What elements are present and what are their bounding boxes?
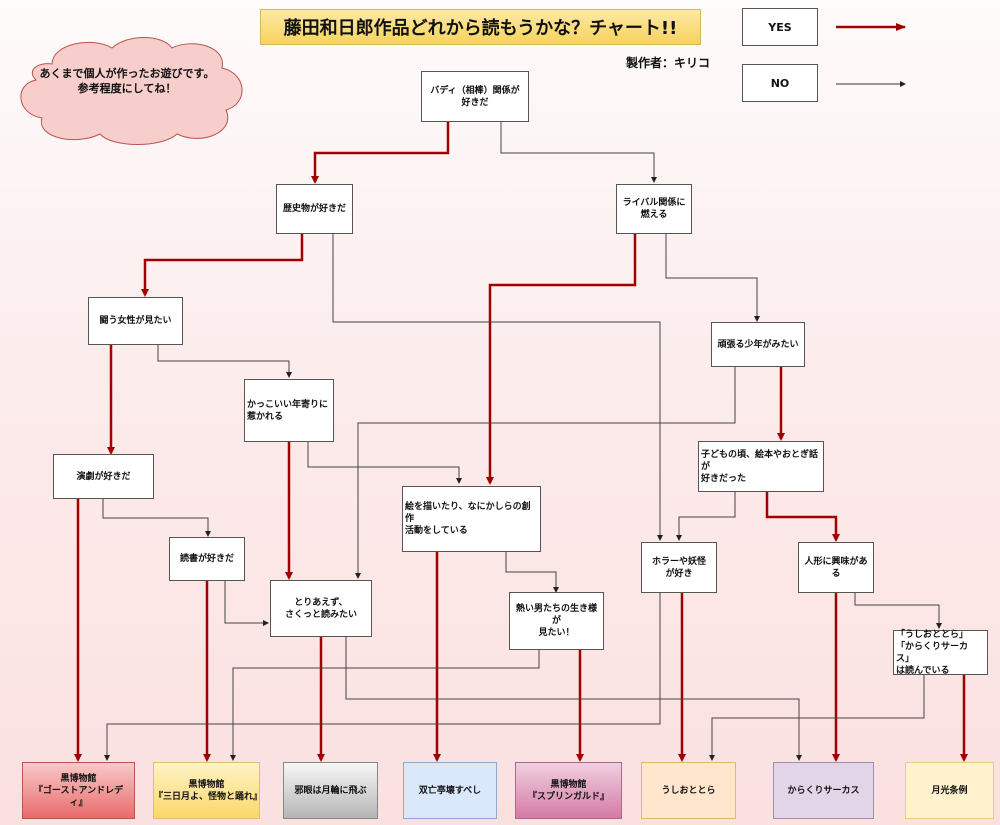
no-theater-to-reading bbox=[102, 499, 211, 537]
question-rival: ライバル関係に 燃える bbox=[616, 184, 692, 234]
result-karakuri-circus: からくりサーカス bbox=[773, 762, 874, 819]
question-picture-books: 子どもの頃、絵本やおとぎ話が 好きだった bbox=[698, 441, 824, 492]
legend-yes: YES bbox=[742, 8, 818, 46]
no-hot-men-to-result2 bbox=[230, 649, 540, 761]
question-buddy: バディ（相棒）関係が 好きだ bbox=[421, 71, 529, 122]
result-gekko-jorei: 月光条例 bbox=[905, 762, 994, 819]
question-hot-men: 熱い男たちの生き様が 見たい！ bbox=[509, 592, 604, 650]
result-ushio-tora: うしおととら bbox=[641, 762, 736, 819]
disclaimer-cloud bbox=[20, 37, 243, 145]
yes-picture-books-to-dolls bbox=[765, 492, 840, 542]
question-creative: 絵を描いたり、なにかしらの創作 活動をしている bbox=[402, 486, 541, 552]
result-mikazuki: 黒博物館 『三日月よ、怪物と踊れ』 bbox=[153, 762, 262, 819]
question-history: 歴史物が好きだ bbox=[276, 184, 353, 234]
question-hardworking-boy: 頑張る少年がみたい bbox=[711, 322, 805, 367]
question-reading: 読書が好きだ bbox=[169, 537, 245, 581]
question-dolls: 人形に興味がある bbox=[798, 542, 874, 593]
yes-history-to-fighting-women bbox=[141, 233, 304, 297]
result-springald: 黒博物館 『スプリンガルド』 bbox=[515, 762, 622, 819]
no-buddy-to-rival bbox=[500, 122, 657, 183]
result-soboutei: 双亡亭壊すべし bbox=[403, 762, 497, 819]
yes-rival-to-creative bbox=[486, 233, 637, 485]
no-reading-to-quick-read bbox=[224, 580, 269, 626]
author-credit: 製作者：キリコ bbox=[625, 56, 710, 70]
question-quick-read: とりあえず、 さくっと読みたい bbox=[270, 580, 372, 637]
no-creative-to-hot-men bbox=[505, 551, 559, 593]
yes-buddy-to-history bbox=[311, 122, 450, 184]
no-already-read-to-result6 bbox=[709, 674, 925, 761]
legend-no: NO bbox=[742, 64, 818, 102]
result-ghost-and-lady: 黒博物館 『ゴーストアンドレデ ィ』 bbox=[22, 762, 135, 819]
no-cool-elders-to-creative bbox=[307, 442, 462, 484]
question-horror: ホラーや妖怪 が好き bbox=[641, 542, 717, 593]
question-fighting-women: 闘う女性が見たい bbox=[88, 297, 183, 345]
disclaimer-text: あくまで個人が作ったお遊びです。 参考程度にしてね！ bbox=[39, 67, 215, 95]
no-fighting-women-to-cool-elders bbox=[157, 345, 292, 378]
question-already-read: 「うしおととら」 「からくりサーカス」 は読んでいる bbox=[893, 630, 988, 676]
question-theater: 演劇が好きだ bbox=[53, 454, 154, 499]
result-jagan: 邪眼は月輪に飛ぶ bbox=[283, 762, 378, 819]
no-rival-to-hardworking-boy bbox=[665, 233, 760, 322]
no-dolls-to-already-read bbox=[854, 592, 942, 629]
no-picture-books-to-horror bbox=[676, 492, 736, 541]
question-cool-elders: かっこいい年寄りに 惹かれる bbox=[244, 379, 334, 442]
no-quick-read-to-result7 bbox=[345, 636, 802, 761]
chart-title: 藤田和日郎作品どれから読もうかな？チャート!! bbox=[260, 9, 701, 45]
